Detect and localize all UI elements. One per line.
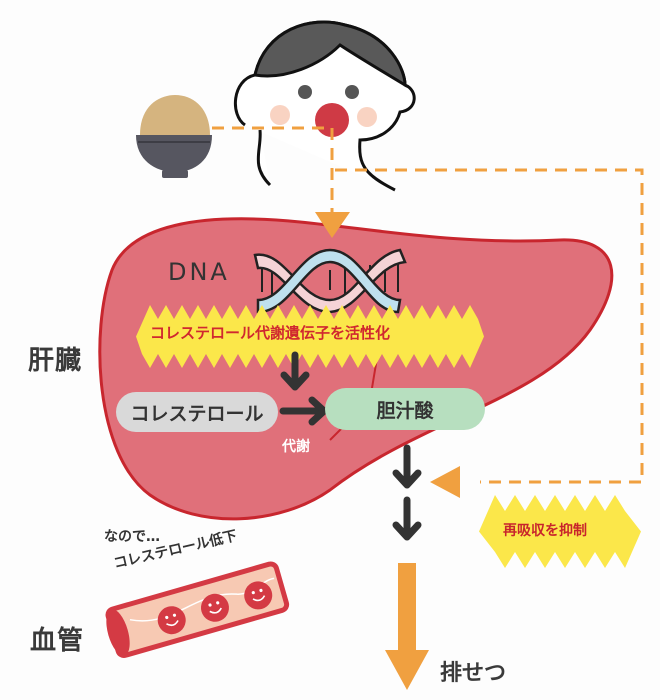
cholesterol-label: コレステロール xyxy=(130,402,264,425)
down-arrow-gene xyxy=(280,351,310,391)
gene-activation-burst xyxy=(136,305,484,368)
suppress-reabsorption-burst xyxy=(479,495,641,568)
cholesterol-pill: コレステロール xyxy=(116,392,278,432)
blood-vessel-icon xyxy=(105,561,290,658)
liver-shape xyxy=(98,217,614,521)
down-arrow-bile-2 xyxy=(392,496,422,541)
therefore-label: なので… xyxy=(104,529,160,545)
excretion-arrow xyxy=(385,563,429,690)
blood-vessel-label: 血管 xyxy=(30,626,85,656)
reabsorption-arrowhead xyxy=(430,466,460,498)
rice-bowl-icon xyxy=(136,95,212,178)
liver-label: 肝臓 xyxy=(28,346,83,376)
down-arrow-bile-1 xyxy=(392,444,422,489)
dna-label: DNA xyxy=(168,258,230,286)
bile-acid-pill: 胆汁酸 xyxy=(325,388,485,430)
child-face-icon xyxy=(233,20,416,192)
intake-flow xyxy=(212,126,644,484)
smiley-blood-cell-icon xyxy=(157,581,273,635)
gene-activation-label: コレステロール代謝遺伝子を活性化 xyxy=(150,324,391,342)
metabolism-label: 代謝 xyxy=(282,439,310,455)
bile-acid-label: 胆汁酸 xyxy=(376,399,434,422)
right-arrow-metabolism xyxy=(279,396,328,426)
excretion-label: 排せつ xyxy=(440,661,507,686)
intake-arrowhead xyxy=(315,212,350,238)
suppress-reabsorption-label: 再吸収を抑制 xyxy=(503,523,587,539)
dna-helix-icon xyxy=(253,248,407,314)
